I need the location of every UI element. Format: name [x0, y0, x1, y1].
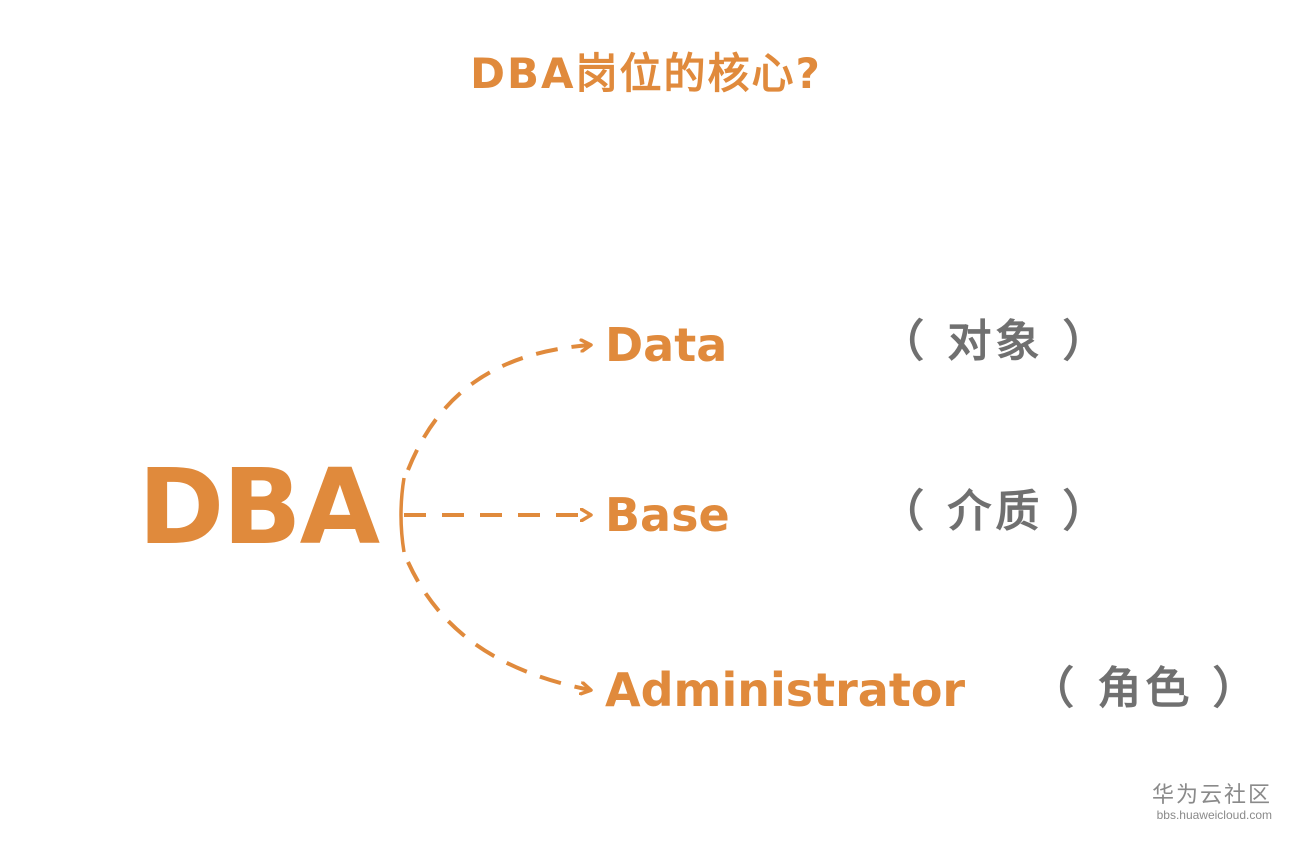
branch-note-administrator: （ 角色 ）: [1030, 663, 1261, 714]
watermark-url: bbs.huaweicloud.com: [1156, 808, 1272, 823]
branch-label-data: Data: [605, 318, 728, 372]
branch-note-data: （ 对象 ）: [880, 316, 1111, 367]
bracket-line: [399, 477, 406, 553]
root-node-dba: DBA: [138, 446, 380, 568]
branch-label-base: Base: [605, 488, 730, 542]
arrow-to-data: [406, 345, 590, 471]
watermark-name: 华为云社区: [1151, 783, 1272, 809]
branch-note-base: （ 介质 ）: [880, 486, 1111, 537]
branch-label-administrator: Administrator: [605, 663, 966, 717]
page-title: DBA岗位的核心?: [470, 49, 822, 98]
watermark: 华为云社区 bbs.huaweicloud.com: [1152, 784, 1272, 824]
arrow-to-administrator: [406, 561, 590, 690]
